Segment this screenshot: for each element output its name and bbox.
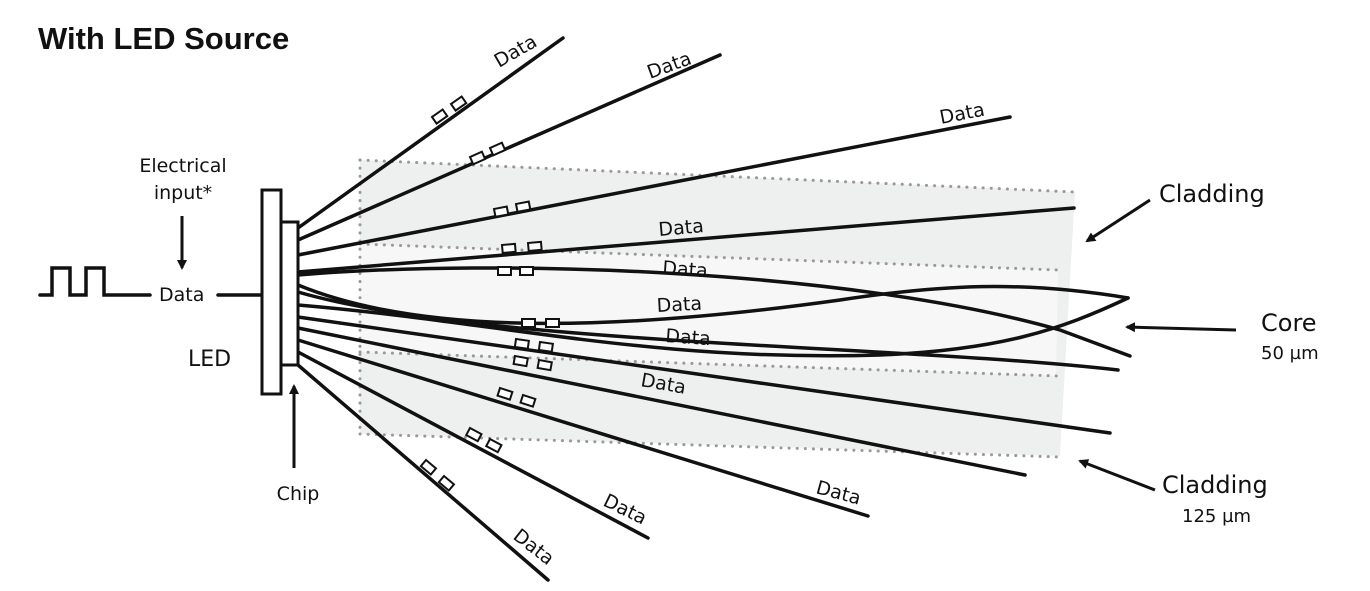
chip-body — [279, 220, 300, 367]
ray-7 — [296, 290, 1120, 372]
input-data-label: Data — [159, 284, 204, 306]
ray-1 — [296, 36, 565, 230]
core-arrow — [1125, 322, 1237, 333]
cladding-size-label: 125 µm — [1182, 506, 1251, 527]
electrical-input-label-2: input* — [154, 182, 212, 204]
ray-data-label: Data — [658, 215, 705, 241]
data-packets — [419, 95, 560, 492]
ray-12 — [296, 350, 650, 540]
ray-data-label: Data — [814, 477, 864, 510]
light-rays — [296, 36, 1112, 582]
cladding-top-arrow — [1085, 198, 1151, 243]
ray-13 — [296, 363, 550, 582]
ray-4 — [296, 206, 1076, 274]
core-size-label: 50 µm — [1261, 343, 1319, 364]
cladding-bottom-arrow — [1078, 459, 1156, 492]
electrical-input-label: Electrical — [139, 155, 226, 177]
ray-data-label: Data — [509, 525, 558, 570]
ray-3 — [296, 115, 1012, 257]
ray-9 — [296, 315, 1112, 435]
ray-data-label: Data — [665, 325, 712, 350]
ray-data-label: Data — [656, 293, 702, 317]
ray-11 — [296, 338, 870, 518]
ray-2 — [296, 53, 722, 242]
led-body — [260, 188, 283, 396]
core-rays — [296, 266, 1132, 372]
ray-data-label: Data — [600, 490, 650, 530]
diagram-title: With LED Source — [38, 21, 289, 56]
ray-10 — [296, 326, 1027, 477]
square-wave-signal — [38, 266, 152, 297]
cladding-bottom-label: Cladding — [1162, 471, 1268, 499]
fiber-boundaries — [358, 158, 1077, 459]
ray-5 — [296, 266, 1132, 358]
core-label: Core — [1261, 309, 1317, 337]
core-region — [360, 244, 1058, 376]
ray-8 — [296, 296, 1130, 358]
chip-label: Chip — [277, 483, 320, 505]
ray-data-label: Data — [491, 31, 541, 73]
ray-data-label: Data — [662, 257, 709, 282]
led-label: LED — [188, 347, 231, 372]
cladding-top-label: Cladding — [1159, 180, 1265, 208]
